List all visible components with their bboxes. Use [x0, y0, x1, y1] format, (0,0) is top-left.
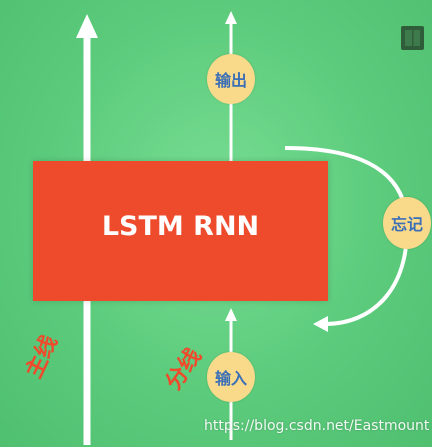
- output-bubble: 输出: [207, 54, 255, 104]
- forget-bubble: 忘记: [383, 197, 431, 249]
- forget-loop-arrowhead: [313, 316, 328, 332]
- book-icon: [401, 26, 424, 50]
- main-line-arrowhead: [76, 14, 98, 38]
- input-arrowhead: [225, 308, 237, 321]
- lstm-rnn-box: LSTM RNN: [33, 161, 328, 301]
- watermark: https://blog.csdn.net/Eastmount: [204, 418, 430, 434]
- lstm-rnn-label: LSTM RNN: [101, 211, 260, 242]
- input-bubble: 输入: [207, 352, 255, 402]
- output-arrowhead: [225, 11, 237, 24]
